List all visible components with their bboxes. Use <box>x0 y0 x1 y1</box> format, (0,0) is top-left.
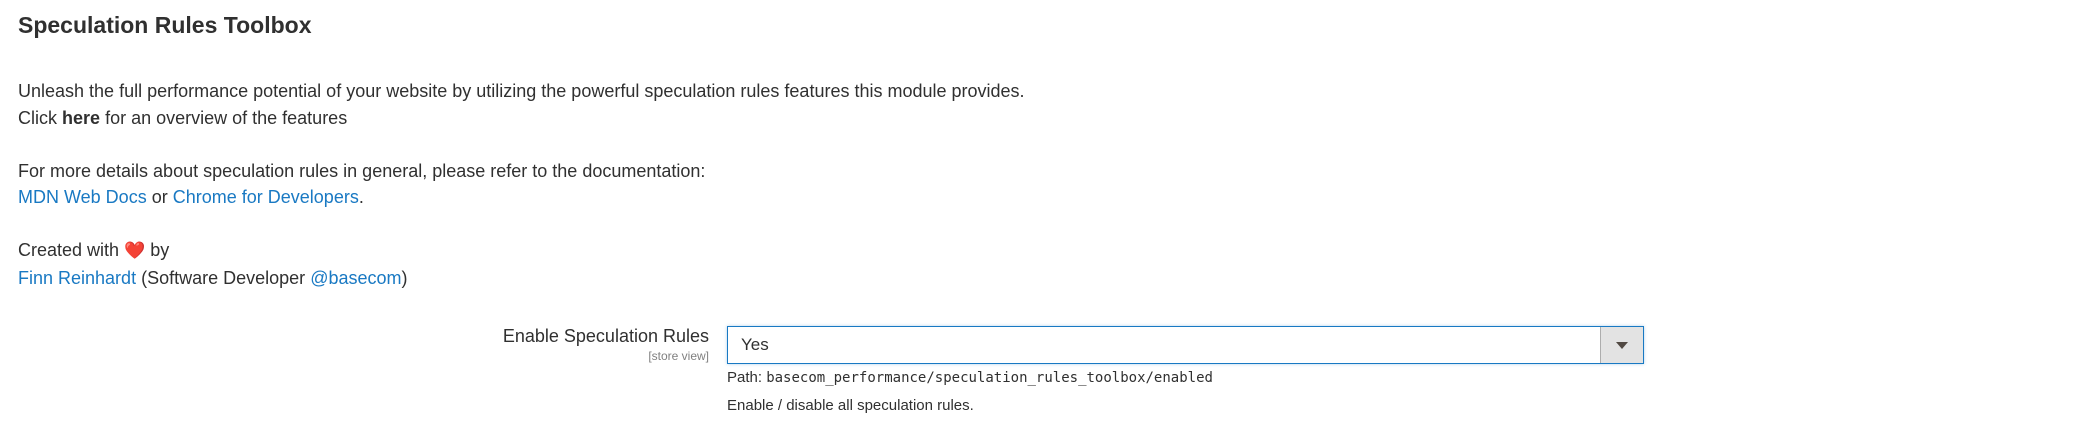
dropdown-arrow-button[interactable] <box>1600 327 1643 363</box>
field-label-group: Enable Speculation Rules [store view] <box>503 326 709 363</box>
enable-speculation-rules-select[interactable]: Yes <box>727 326 1644 364</box>
created-line: Created with ❤️ by <box>18 237 1025 265</box>
intro-click-line: Click here for an overview of the featur… <box>18 105 1025 132</box>
section-intro: Unleash the full performance potential o… <box>18 78 1025 291</box>
config-path: Path: basecom_performance/speculation_ru… <box>727 369 1213 386</box>
or-text: or <box>151 187 168 207</box>
role-prefix: (Software Developer <box>141 267 306 288</box>
chevron-down-icon <box>1616 341 1628 349</box>
intro-line: Unleash the full performance potential o… <box>18 81 1025 101</box>
period: . <box>358 187 364 207</box>
path-label: Path: <box>727 369 763 386</box>
section-title: Speculation Rules Toolbox <box>18 12 312 38</box>
role-suffix: ) <box>401 267 408 288</box>
docs-links-line: MDN Web Docs or Chrome for Developers. <box>18 184 1025 211</box>
company-link[interactable]: @basecom <box>310 267 402 288</box>
author-line: Finn Reinhardt (Software Developer @base… <box>18 265 1025 292</box>
author-link[interactable]: Finn Reinhardt <box>18 267 137 288</box>
scope-label: [store view] <box>648 349 709 363</box>
created-suffix: by <box>150 240 170 260</box>
created-prefix: Created with <box>18 240 120 260</box>
click-suffix: for an overview of the features <box>105 107 348 128</box>
chrome-developers-link[interactable]: Chrome for Developers <box>172 187 359 207</box>
mdn-docs-link[interactable]: MDN Web Docs <box>18 187 147 207</box>
field-comment: Enable / disable all speculation rules. <box>727 397 974 414</box>
here-link[interactable]: here <box>62 107 101 128</box>
heart-icon: ❤️ <box>124 241 146 260</box>
click-prefix: Click <box>18 107 57 128</box>
docs-line: For more details about speculation rules… <box>18 160 706 181</box>
path-value: basecom_performance/speculation_rules_to… <box>766 370 1213 386</box>
enable-speculation-rules-label: Enable Speculation Rules <box>502 326 709 346</box>
select-value: Yes <box>741 335 769 354</box>
